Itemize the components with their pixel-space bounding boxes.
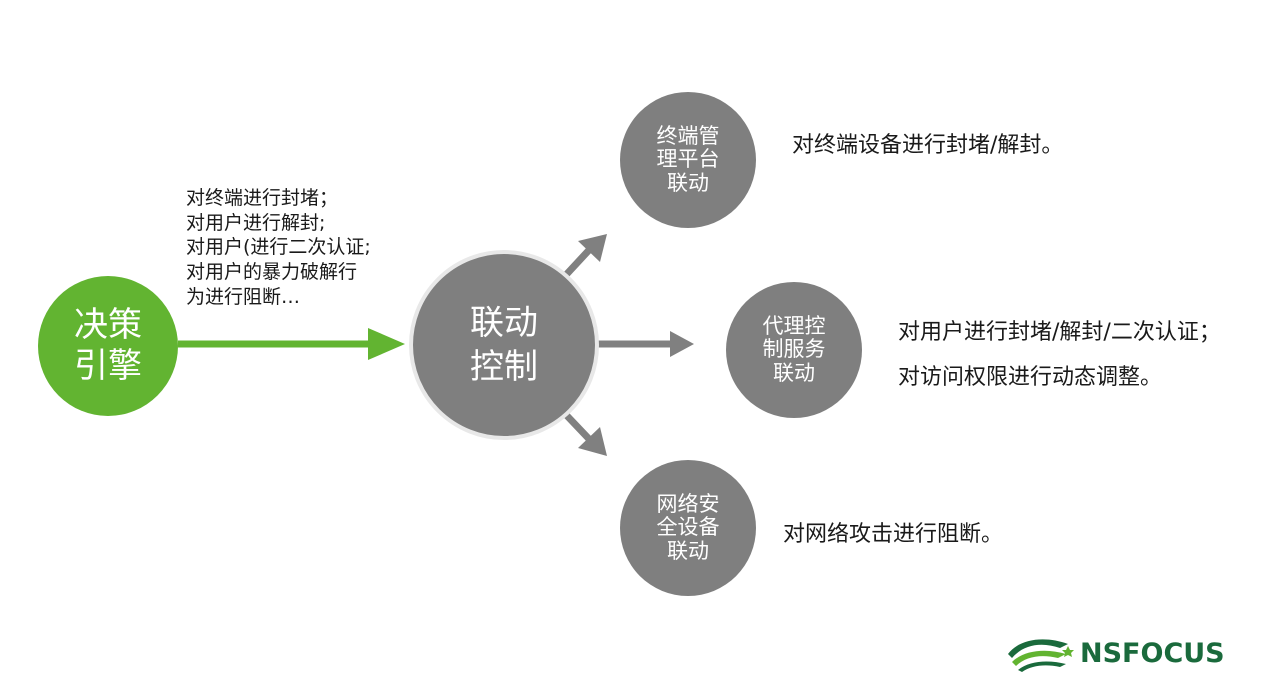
proxy-service-node: 代理控 制服务 联动	[726, 282, 862, 418]
proxy-service-label: 代理控 制服务 联动	[762, 313, 826, 385]
decision-engine-label: 决策 引擎	[74, 304, 142, 386]
logo-wordmark: NSFOCUS	[1080, 637, 1225, 669]
linkage-control-node: 联动 控制	[409, 250, 599, 440]
network-security-label: 网络安 全设备 联动	[656, 491, 720, 563]
network-security-node: 网络安 全设备 联动	[620, 460, 756, 596]
netsec-description: 对网络攻击进行阻断。	[783, 522, 1004, 547]
terminal-platform-node: 终端管 理平台 联动	[620, 92, 756, 228]
linkage-control-label: 联动 控制	[470, 302, 538, 387]
logo-emblem-icon	[1008, 639, 1074, 672]
nsfocus-logo: NSFOCUS	[1006, 634, 1225, 672]
decision-engine-node: 决策 引擎	[38, 276, 178, 416]
decision-description: 对终端进行封堵； 对用户进行解封; 对用户(进行二次认证; 对用户的暴力破解行 …	[186, 187, 371, 308]
proxy-description: 对用户进行封堵/解封/二次认证； 对访问权限进行动态调整。	[898, 320, 1221, 391]
decision-to-linkage-arrow	[168, 328, 405, 360]
terminal-platform-label: 终端管 理平台 联动	[656, 123, 720, 195]
terminal-description: 对终端设备进行封堵/解封。	[792, 133, 1064, 158]
